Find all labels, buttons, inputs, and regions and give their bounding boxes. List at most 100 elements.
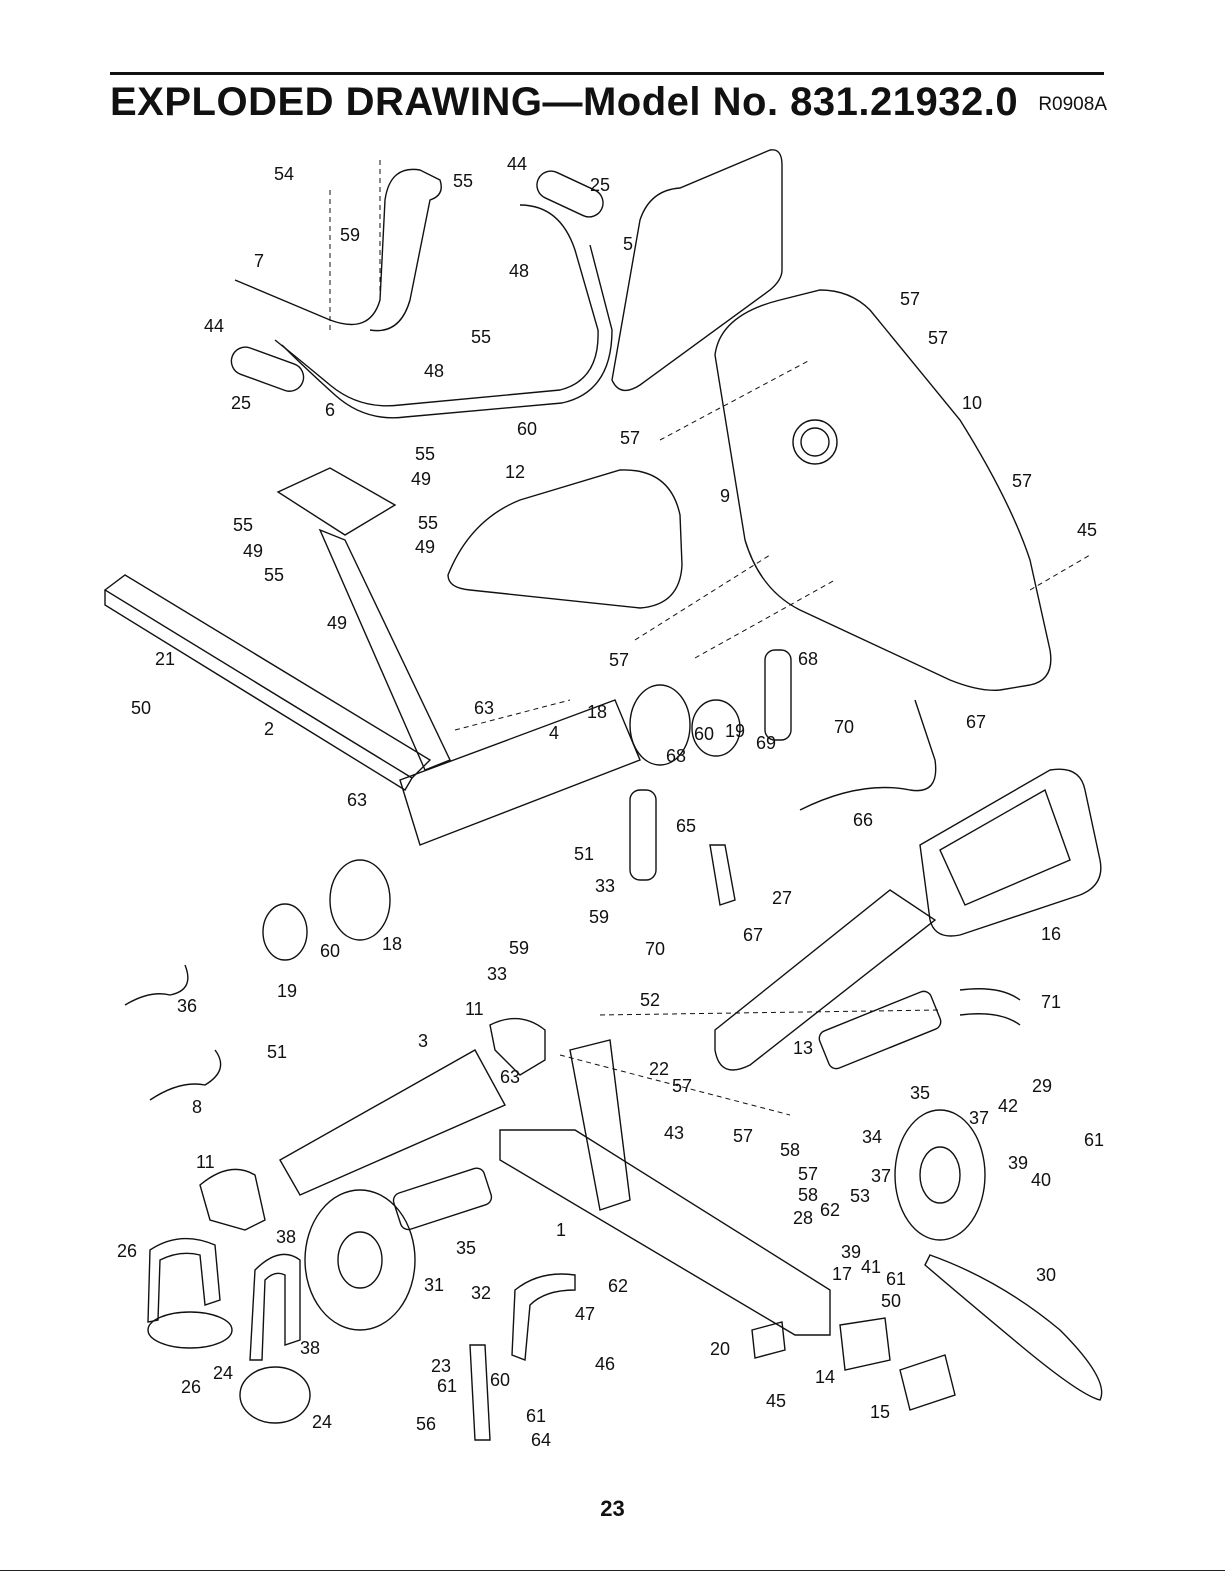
callout-8: 8 (192, 1097, 202, 1117)
callout-53: 53 (850, 1186, 870, 1206)
console-mast-13 (714, 889, 937, 1071)
callout-61: 61 (526, 1406, 546, 1426)
bearings-35-right (818, 990, 942, 1070)
callout-49: 49 (411, 469, 431, 489)
callout-13: 13 (793, 1038, 813, 1058)
callout-37: 37 (871, 1166, 891, 1186)
callout-57: 57 (900, 289, 920, 309)
grip-25-right (536, 170, 604, 218)
handlebar-7 (234, 168, 442, 332)
callout-63: 63 (474, 698, 494, 718)
handlebar-6 (274, 204, 599, 407)
cap-19-bottom (262, 903, 308, 961)
bottom-rule (0, 1570, 1225, 1571)
grip-25-left (230, 346, 305, 392)
callout-51: 51 (267, 1042, 287, 1062)
endcap-11-top (489, 1017, 546, 1076)
callout-61: 61 (1084, 1130, 1104, 1150)
callout-59: 59 (589, 907, 609, 927)
callout-22: 22 (649, 1059, 669, 1079)
callout-5: 5 (623, 234, 633, 254)
callout-67: 67 (743, 925, 763, 945)
callout-44: 44 (204, 316, 224, 336)
callout-labels: 54 59 55 44 25 7 48 44 55 48 25 6 60 5 5… (117, 154, 1104, 1450)
callout-66: 66 (853, 810, 873, 830)
callout-69: 69 (756, 733, 776, 753)
frame-2 (103, 574, 432, 779)
callout-33: 33 (595, 876, 615, 896)
callout-26: 26 (117, 1241, 137, 1261)
pulley-31 (304, 1189, 416, 1331)
callout-4: 4 (549, 723, 559, 743)
callout-23: 23 (431, 1356, 451, 1376)
callout-48: 48 (424, 361, 444, 381)
endcap-11 (199, 1168, 266, 1231)
callout-64: 64 (531, 1430, 551, 1450)
cover-68-bottom (629, 789, 657, 881)
callout-24: 24 (312, 1412, 332, 1432)
pedal-26 (147, 1311, 233, 1349)
callout-2: 2 (264, 719, 274, 739)
callout-7: 7 (254, 251, 264, 271)
callout-14: 14 (815, 1367, 835, 1387)
wires-71 (959, 988, 1021, 1026)
shroud-hole (792, 419, 838, 465)
callout-44: 44 (507, 154, 527, 174)
callout-28: 28 (793, 1208, 813, 1228)
callout-19: 19 (725, 721, 745, 741)
callout-39: 39 (1008, 1153, 1028, 1173)
callout-50: 50 (881, 1291, 901, 1311)
callout-12: 12 (505, 462, 525, 482)
callout-68: 68 (666, 746, 686, 766)
callout-56: 56 (416, 1414, 436, 1434)
callout-58: 58 (780, 1140, 800, 1160)
flywheel-34 (894, 1109, 986, 1241)
belt-30 (924, 1254, 1103, 1401)
callout-60: 60 (694, 724, 714, 744)
callout-40: 40 (1031, 1170, 1051, 1190)
seat-post (318, 528, 451, 771)
callout-65: 65 (676, 816, 696, 836)
callout-29: 29 (1032, 1076, 1052, 1096)
callout-18: 18 (382, 934, 402, 954)
assembly-guide-lines (329, 160, 1091, 1116)
callout-57: 57 (620, 428, 640, 448)
callout-50: 50 (131, 698, 151, 718)
wire-8 (149, 1049, 222, 1101)
callout-35: 35 (456, 1238, 476, 1258)
tube-4 (399, 699, 641, 846)
callout-58: 58 (798, 1185, 818, 1205)
pedal-strap-26 (147, 1237, 221, 1323)
callout-1: 1 (556, 1220, 566, 1240)
callout-35: 35 (910, 1083, 930, 1103)
callout-31: 31 (424, 1275, 444, 1295)
callout-26: 26 (181, 1377, 201, 1397)
callout-68: 68 (798, 649, 818, 669)
parts-artwork (103, 149, 1103, 1441)
callout-18: 18 (587, 702, 607, 722)
cap-19-top (691, 699, 741, 757)
rear-shroud (714, 289, 1052, 691)
callout-61: 61 (886, 1269, 906, 1289)
callout-11: 11 (196, 1152, 215, 1172)
callout-60: 60 (320, 941, 340, 961)
callout-21: 21 (155, 649, 175, 669)
bearings-35-left (392, 1167, 493, 1231)
tube-3 (279, 1049, 506, 1196)
seat-back-pad (611, 149, 783, 392)
callout-15: 15 (870, 1402, 890, 1422)
frame-1 (499, 1129, 831, 1336)
cover-68-top (764, 649, 792, 741)
pedal-24 (239, 1366, 311, 1424)
endcap-20 (751, 1321, 786, 1359)
callout-32: 32 (471, 1283, 491, 1303)
callout-11: 11 (465, 999, 484, 1019)
callout-60: 60 (490, 1370, 510, 1390)
wire-36 (124, 964, 189, 1006)
callout-57: 57 (733, 1126, 753, 1146)
page-title: EXPLODED DRAWING—Model No. 831.21932.0 (110, 80, 1019, 124)
callout-25: 25 (590, 175, 610, 195)
post-65 (709, 844, 736, 906)
callout-48: 48 (509, 261, 529, 281)
